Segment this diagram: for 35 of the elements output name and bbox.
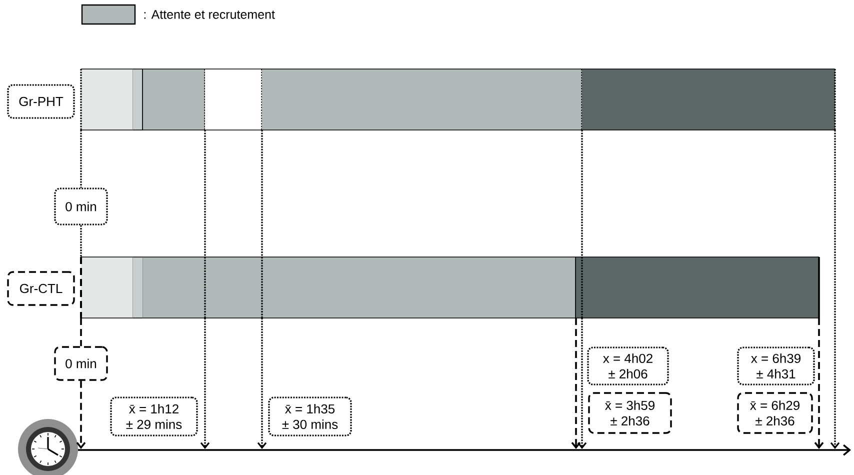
bar-segment (262, 68, 583, 130)
arrow (76, 380, 86, 449)
bar-segment (132, 68, 144, 130)
mean-time-box: x = 4h02 ± 2h06 (587, 346, 669, 386)
time-label: 0 min (54, 346, 108, 381)
arrow (257, 318, 267, 449)
connector-line (80, 225, 82, 257)
bar-segment (204, 68, 263, 130)
mean-time-box: x̄ = 1h35 ± 30 mins (268, 396, 352, 436)
arrow (200, 318, 210, 449)
bar-segment (80, 68, 134, 130)
arrow (814, 318, 824, 449)
group-label: Gr-PHT (7, 84, 75, 119)
group-label: Gr-CTL (7, 271, 75, 306)
mean-time-box: x̄ = 1h12 ± 29 mins (110, 396, 198, 436)
mean-time-box: x = 6h39 ± 4h31 (737, 346, 815, 386)
arrow (571, 318, 581, 449)
mean-time-box: x̄ = 6h29 ± 2h36 (737, 392, 813, 434)
connector-line (204, 130, 206, 257)
bar-segment (142, 256, 577, 318)
bar-segment (582, 68, 836, 130)
mean-time-box: x̄ = 3h59 ± 2h36 (588, 392, 672, 434)
arrow (577, 318, 587, 449)
connector-line (261, 130, 263, 257)
connector-line (80, 318, 82, 346)
bar-segment (80, 256, 134, 318)
bar-segment (576, 256, 820, 318)
bar-segment (132, 256, 144, 318)
time-axis (78, 444, 851, 456)
legend-label: : Attente et recrutement (144, 10, 275, 19)
time-label: 0 min (54, 188, 108, 226)
connector-line (80, 130, 82, 188)
bar-segment (142, 68, 206, 130)
connector-line (581, 130, 583, 257)
arrow (830, 130, 840, 449)
